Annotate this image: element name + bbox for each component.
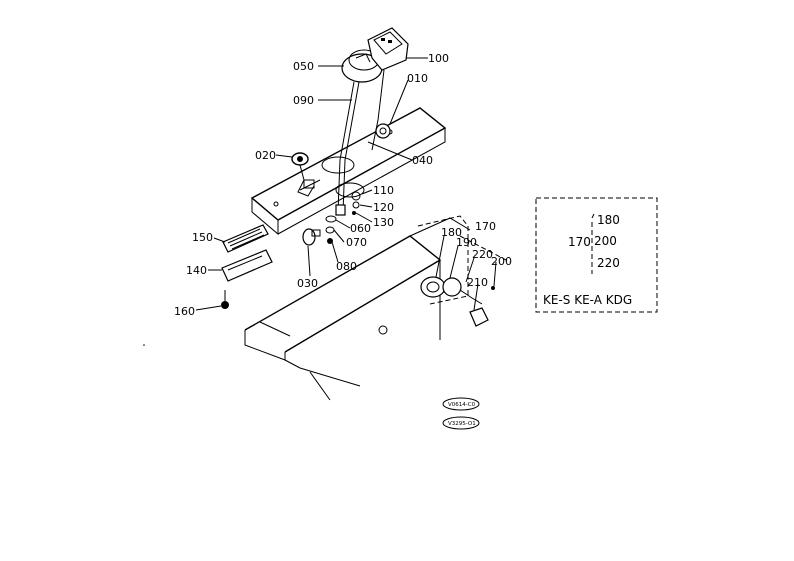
callout-210: 210	[467, 276, 488, 289]
callout-220: 220	[472, 248, 493, 261]
lamp-cover	[222, 224, 269, 253]
model-inset: 170 180 200 220 KE-S KE-A KDG	[535, 197, 658, 313]
callout-100: 100	[428, 52, 449, 65]
callout-020: 020	[255, 149, 276, 162]
callout-090: 090	[293, 94, 314, 107]
inset-group-number: 170	[568, 235, 591, 249]
callout-120: 120	[373, 201, 394, 214]
lamp-housing	[221, 249, 273, 282]
hour-meter	[367, 27, 409, 71]
callout-200: 200	[491, 255, 512, 268]
callout-050: 050	[293, 60, 314, 73]
code-v3295: V3295-O1	[448, 421, 476, 427]
tach-cable	[335, 81, 360, 216]
code-v0614: V0614-C0	[448, 402, 476, 408]
switch-030	[302, 228, 321, 246]
meter-cable	[371, 69, 385, 151]
callout-060: 060	[350, 222, 371, 235]
callout-180: 180	[441, 226, 462, 239]
reference-codes: V0614-C0 V3295-O1	[442, 397, 480, 430]
callout-030: 030	[297, 277, 318, 290]
callout-150: 150	[192, 231, 213, 244]
leader-lines	[195, 57, 497, 311]
key-switch	[375, 123, 391, 139]
callout-labels: 050 100 010 090 020 040 110 120 130 060 …	[174, 52, 512, 318]
inset-item-180: 180	[597, 213, 620, 227]
inset-caption: KE-S KE-A KDG	[543, 293, 632, 307]
callout-140: 140	[186, 264, 207, 277]
callout-010: 010	[407, 72, 428, 85]
callout-190: 190	[456, 236, 477, 249]
callout-160: 160	[174, 305, 195, 318]
wire-harness	[291, 152, 315, 197]
nut-washer-set	[325, 215, 337, 244]
small-hardware	[351, 191, 361, 215]
bulb	[221, 290, 229, 309]
callout-130: 130	[373, 216, 394, 229]
callout-040: 040	[412, 154, 433, 167]
callout-080: 080	[336, 260, 357, 273]
callout-170: 170	[475, 220, 496, 233]
inset-item-200: 200	[594, 234, 617, 248]
instrument-panel	[250, 107, 447, 236]
inset-item-220: 220	[597, 256, 620, 270]
light-switch-assembly	[417, 215, 511, 327]
callout-070: 070	[346, 236, 367, 249]
callout-110: 110	[373, 184, 394, 197]
stray-dot	[143, 344, 145, 346]
